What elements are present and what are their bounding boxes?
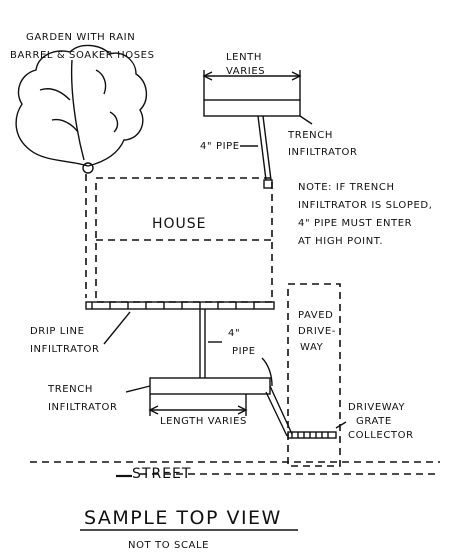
drip-line-infiltrator bbox=[85, 301, 275, 310]
length-arrows-bottom bbox=[148, 405, 248, 415]
svg-text:4" PIPE: 4" PIPE bbox=[228, 328, 256, 357]
length-top-line1: LENTH bbox=[226, 52, 262, 63]
drip-line-line2: INFILTRATOR bbox=[30, 344, 100, 355]
trench-top-line1: TRENCH bbox=[287, 130, 333, 141]
pipe-top bbox=[257, 115, 272, 181]
downspout-circle bbox=[82, 162, 94, 174]
svg-text:DRIVEWAY GRATE COLLECT: DRIVEWAY GRATE COLLECTOR bbox=[348, 402, 414, 441]
garden-shape bbox=[15, 44, 147, 167]
length-top-line2: VARIES bbox=[226, 66, 265, 77]
driveway-line1: PAVED bbox=[298, 310, 333, 321]
house-label: HOUSE bbox=[152, 216, 207, 232]
driveway-line2: DRIVE- bbox=[298, 326, 336, 337]
trench-infiltrator-bottom bbox=[149, 377, 271, 395]
pipe-bottom-line2: PIPE bbox=[232, 346, 256, 357]
drip-line-hatch bbox=[91, 302, 255, 309]
garden-label-line2: BARREL & SOAKER HOSES bbox=[10, 50, 155, 61]
pipe-bottom-line1: 4" bbox=[228, 328, 240, 339]
svg-text:TRENCH INFILTRATOR: TRENCH INFILTRATOR bbox=[287, 130, 358, 158]
note-line4: AT HIGH POINT. bbox=[298, 236, 383, 247]
trench-bottom-line1: TRENCH bbox=[47, 384, 93, 395]
street-label: STREET bbox=[132, 466, 191, 482]
note-line3: 4" PIPE MUST ENTER bbox=[298, 218, 412, 229]
svg-text:GARDEN WITH RAIN BARREL &: GARDEN WITH RAIN BARREL & SOAKER HOSES bbox=[10, 32, 155, 61]
svg-text:NOTE: IF TRENCH INFILTRATO: NOTE: IF TRENCH INFILTRATOR IS SLOPED, 4… bbox=[298, 182, 436, 247]
svg-text:LENTH VARIES: LENTH VARIES bbox=[226, 52, 266, 77]
trench-bottom-line2: INFILTRATOR bbox=[48, 402, 118, 413]
garden-label-line1: GARDEN WITH RAIN bbox=[26, 32, 135, 43]
driveway-line3: WAY bbox=[300, 342, 324, 353]
trench-infiltrator-top bbox=[203, 99, 301, 117]
drip-line-leader bbox=[103, 311, 131, 345]
grate-line1: DRIVEWAY bbox=[348, 402, 405, 413]
trench-top-line2: INFILTRATOR bbox=[288, 147, 358, 158]
drip-line-line1: DRIP LINE bbox=[30, 326, 85, 337]
svg-text:TRENCH INFILTRATOR: TRENCH INFILTRATOR bbox=[47, 384, 118, 413]
trench-bottom-leader bbox=[125, 385, 151, 393]
length-bottom-label: LENGTH VARIES bbox=[160, 416, 247, 427]
garden-pointer bbox=[70, 59, 85, 161]
driveway-grate-collector bbox=[287, 431, 337, 439]
note-line2: INFILTRATOR IS SLOPED, bbox=[298, 200, 432, 211]
grate-leader bbox=[335, 421, 347, 429]
pipe-upper-leader bbox=[261, 357, 273, 387]
note-line1: NOTE: IF TRENCH bbox=[298, 182, 395, 193]
paved-driveway bbox=[287, 283, 341, 467]
page-subtitle: NOT TO SCALE bbox=[128, 540, 209, 551]
grate-line2: GRATE bbox=[356, 416, 392, 427]
page-title: SAMPLE TOP VIEW bbox=[84, 507, 282, 529]
garden-inner-contours bbox=[39, 69, 119, 133]
svg-text:DRIP LINE INFILTRATOR: DRIP LINE INFILTRATOR bbox=[30, 326, 100, 355]
grate-hatch bbox=[291, 432, 329, 438]
svg-text:PAVED DRIVE- WAY: PAVED DRIVE- WAY bbox=[298, 310, 340, 353]
pipe-bottom bbox=[199, 309, 206, 378]
trench-top-leader bbox=[299, 115, 313, 125]
pipe-top-label: 4" PIPE bbox=[200, 141, 240, 152]
grate-line3: COLLECTOR bbox=[348, 430, 414, 441]
pipe-entry-box bbox=[263, 179, 273, 189]
